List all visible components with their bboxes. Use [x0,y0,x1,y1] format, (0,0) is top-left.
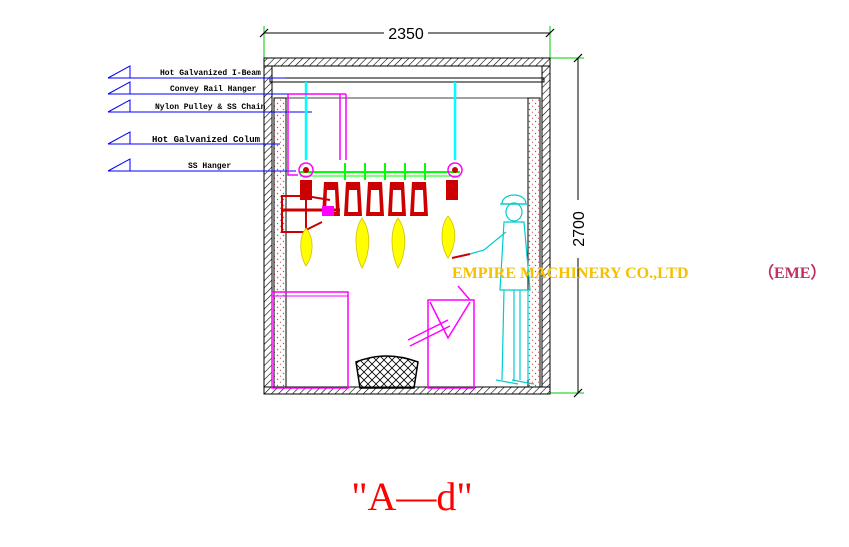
worker-figure [451,194,535,385]
conveyor-chain [300,163,460,180]
leader-lines [107,65,312,172]
pulleys [298,162,463,178]
leader-i-beam [107,65,286,79]
label-rail-hanger: Convey Rail Hanger [170,85,257,94]
watermark-abbreviation: （EME） [758,264,826,282]
basket [355,355,419,389]
drawing-caption: "A—d" [351,474,473,519]
width-dimension: 2350 [259,26,555,58]
label-column: Hot Galvanized Colum [152,135,261,145]
workbench [271,291,349,389]
leader-pulley-chain [107,99,312,113]
room-outline [263,57,551,395]
height-dimension-text: 2700 [571,211,588,247]
label-ss-hanger: SS Hanger [188,162,231,171]
callout-labels: Hot Galvanized I-Beam Convey Rail Hanger… [152,69,266,171]
stunner-bracket [281,195,340,233]
rail-support-frame [287,93,347,176]
columns [269,77,545,388]
feather-funnel [407,285,475,389]
width-dimension-text: 2350 [388,26,424,43]
leader-column [107,131,280,145]
label-i-beam: Hot Galvanized I-Beam [160,69,261,78]
height-dimension: 2700 [550,53,588,398]
watermark: EMPIRE MACHINERY CO.,LTD （EME） [452,264,826,282]
watermark-company: EMPIRE MACHINERY CO.,LTD [452,265,689,282]
label-pulley-chain: Nylon Pulley & SS Chain [155,103,266,112]
shackles [300,180,458,216]
leader-rail-hanger [107,81,300,95]
birds [300,215,456,269]
leader-ss-hanger [107,158,296,172]
